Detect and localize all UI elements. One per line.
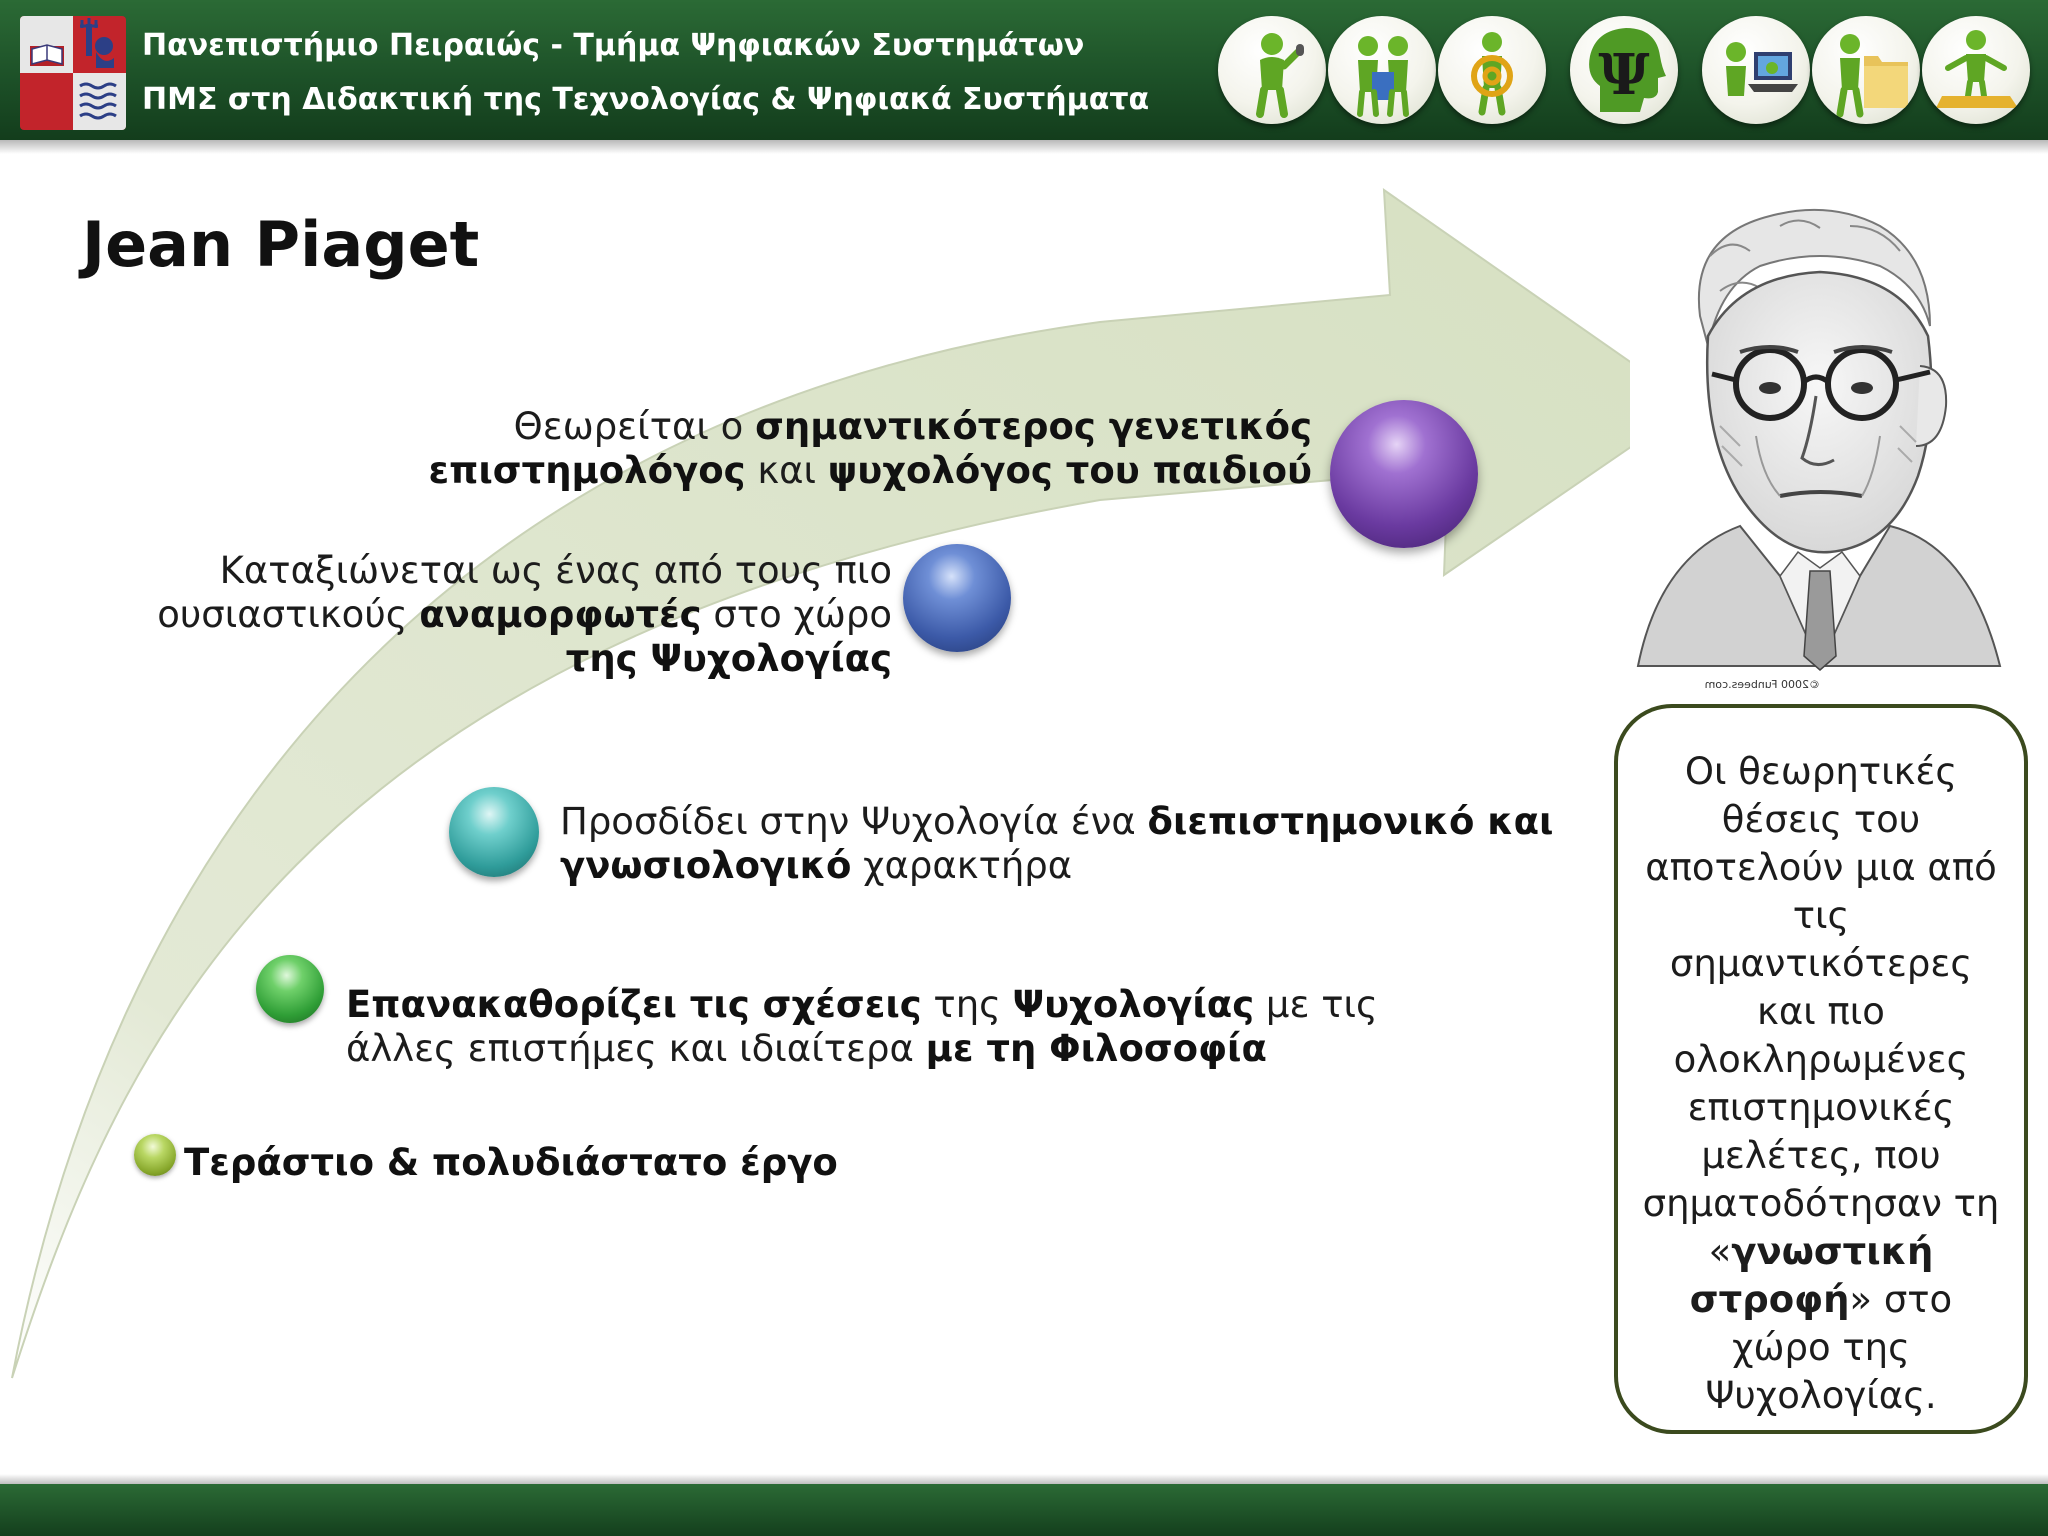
side-box-text-segment: Οι θεωρητικές θέσεις του αποτελούν μια α… — [1642, 750, 2000, 1273]
bullet-1-text-segment: Καταξιώνεται ως ένας από τους πιο ουσιασ… — [157, 549, 892, 636]
bullet-0-bold-segment: σημαντικότερος γενετικός επιστημολόγος — [428, 405, 1312, 492]
bullet-3-bold-segment: Ψυχολογίας — [1012, 983, 1255, 1026]
header-bar: Πανεπιστήμιο Πειραιώς - Τμήμα Ψηφιακών Σ… — [0, 0, 2048, 140]
figures-with-books-icon — [1328, 16, 1436, 124]
psi-glyph: Ψ — [1598, 42, 1649, 108]
side-box-text-segment: » στο χώρο της Ψυχολογίας. — [1705, 1278, 1953, 1417]
piaget-portrait: ©2000 Funbees.com — [1630, 196, 2010, 696]
header-shadow — [0, 140, 2048, 154]
bullet-sphere-green — [256, 955, 324, 1023]
bullet-3-text-segment: της — [921, 983, 1013, 1026]
bullet-2-bold-segment: διεπιστημονικό και γνωσιολογικό — [560, 800, 1554, 887]
bullet-4-bold-segment: Τεράστιο & πολυδιάστατο έργο — [184, 1141, 838, 1184]
slide-title: Jean Piaget — [82, 208, 480, 281]
bullet-1-text-segment: στο χώρο — [701, 593, 892, 636]
side-info-box: Οι θεωρητικές θέσεις του αποτελούν μια α… — [1614, 704, 2028, 1434]
curved-arrow-graphic — [11, 188, 1694, 1379]
bullet-text-reformer: Καταξιώνεται ως ένας από τους πιο ουσιασ… — [150, 549, 892, 681]
bullet-0-text-segment: και — [745, 449, 828, 492]
bullet-text-philosophy: Επανακαθορίζει τις σχέσεις της Ψυχολογία… — [346, 983, 1446, 1071]
bullet-3-bold-segment: Επανακαθορίζει τις σχέσεις — [346, 983, 922, 1026]
bullet-1-bold-segment: αναμορφωτές — [419, 593, 702, 636]
university-name: Πανεπιστήμιο Πειραιώς - Τμήμα Ψηφιακών Σ… — [142, 28, 1085, 63]
figure-on-puzzle-icon — [1922, 16, 2030, 124]
bullet-text-interdisciplinary: Προσδίδει στην Ψυχολογία ένα διεπιστημον… — [560, 800, 1560, 888]
bullet-2-text-segment: χαρακτήρα — [851, 844, 1073, 887]
portrait-caption: ©2000 Funbees.com — [1705, 678, 1820, 691]
university-logo — [20, 16, 126, 130]
side-info-text: Οι θεωρητικές θέσεις του αποτελούν μια α… — [1618, 748, 2024, 1420]
bullet-text-huge-work: Τεράστιο & πολυδιάστατο έργο — [184, 1141, 984, 1185]
footer-shadow — [0, 1474, 2048, 1484]
bullet-1-bold-segment: της Ψυχολογίας — [565, 637, 892, 680]
program-name: ΠΜΣ στη Διδακτική της Τεχνολογίας & Ψηφι… — [142, 82, 1150, 117]
bullet-sphere-purple — [1330, 400, 1478, 548]
figure-with-folder-icon — [1812, 16, 1920, 124]
bullet-3-bold-segment: με τη Φιλοσοφία — [925, 1027, 1267, 1070]
bullet-text-genetic-epistemologist: Θεωρείται ο σημαντικότερος γενετικός επι… — [340, 405, 1312, 493]
bullet-2-text-segment: Προσδίδει στην Ψυχολογία ένα — [560, 800, 1148, 843]
bullet-0-bold-segment: ψυχολόγος του παιδιού — [827, 449, 1312, 492]
bullet-sphere-blue — [903, 544, 1011, 652]
bullet-3-text-segment: με τις άλλες επιστήμες και ιδιαίτερα — [346, 983, 1378, 1070]
header-icon-strip: Ψ — [1218, 14, 2036, 132]
side-box-bold-segment: γνωστική στροφή — [1689, 1230, 1934, 1321]
bullet-0-text-segment: Θεωρείται ο — [513, 405, 756, 448]
figures-with-laptop-icon — [1702, 16, 1810, 124]
psi-head-icon: Ψ — [1570, 16, 1678, 124]
bullet-sphere-teal — [449, 787, 539, 877]
footer-bar — [0, 1484, 2048, 1536]
figure-with-microphone-icon — [1218, 16, 1326, 124]
bullet-sphere-lime — [134, 1134, 176, 1176]
figure-with-at-sign-icon — [1438, 16, 1546, 124]
